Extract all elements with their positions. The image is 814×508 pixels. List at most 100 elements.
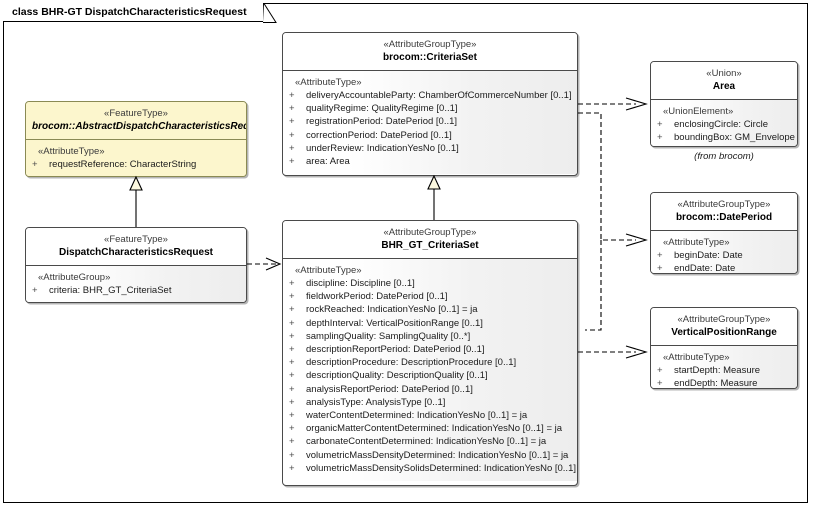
attribute-visibility: +: [289, 410, 295, 422]
class-box-area[interactable]: «Union» Area «UnionElement» +enclosingCi…: [650, 61, 798, 147]
class-box-criteria-set[interactable]: «AttributeGroupType» brocom::CriteriaSet…: [282, 32, 578, 176]
class-body-vertical-position-range: «AttributeType» +startDepth: Measure+end…: [651, 346, 797, 389]
attribute-text: enclosingCircle: Circle: [674, 119, 768, 130]
attribute-visibility: +: [657, 378, 663, 389]
attribute-visibility: +: [289, 330, 295, 342]
attribute-visibility: +: [657, 132, 663, 144]
attribute-text: rockReached: IndicationYesNo [0..1] = ja: [306, 304, 478, 316]
attribute-row: + criteria: BHR_GT_CriteriaSet: [32, 284, 240, 297]
attribute-row: +area: Area: [289, 155, 571, 168]
class-header-bhr-gt-criteria-set: «AttributeGroupType» BHR_GT_CriteriaSet: [283, 221, 577, 259]
attribute-row: + volumetricMassDensityDetermined: Indica…: [289, 449, 571, 462]
class-header-dispatch-request: «FeatureType» DispatchCharacteristicsReq…: [26, 228, 246, 266]
class-body-area: «UnionElement» +enclosingCircle: Circle+…: [651, 100, 797, 146]
attribute-list: +beginDate: Date+endDate: Date: [657, 249, 791, 274]
attribute-row: +registrationPeriod: DatePeriod [0..1]: [289, 115, 571, 128]
attribute-row: +startDepth: Measure: [657, 364, 791, 377]
attribute-list: + criteria: BHR_GT_CriteriaSet: [32, 284, 240, 297]
class-body-dispatch-request: «AttributeGroup» + criteria: BHR_GT_Crite…: [26, 266, 246, 302]
attribute-row: + waterContentDetermined: IndicationYesNo…: [289, 409, 571, 422]
attribute-text: area: Area: [306, 156, 350, 168]
attribute-text: waterContentDetermined: IndicationYesNo …: [306, 410, 528, 422]
class-name-label: brocom::AbstractDispatchCharacteristicsR…: [32, 121, 247, 132]
attribute-visibility: +: [289, 357, 295, 369]
attribute-visibility: +: [289, 304, 295, 316]
attribute-group-stereotype: «AttributeType»: [663, 352, 730, 363]
attribute-row: + boundingBox: GM_Envelope: [657, 131, 795, 144]
attribute-list: + enclosingCircle: Circle+ boundingBox: GM…: [657, 118, 795, 144]
attribute-visibility: +: [32, 159, 38, 170]
diagram-title-label: class BHR-GT DispatchCharacteristicsRequ…: [12, 5, 247, 18]
attribute-row: +fieldworkPeriod: DatePeriod [0..1]: [289, 290, 571, 303]
class-header-area: «Union» Area: [651, 62, 797, 100]
attribute-group-stereotype: «AttributeGroup»: [38, 272, 111, 283]
attribute-visibility: +: [289, 291, 295, 303]
class-box-date-period[interactable]: «AttributeGroupType» brocom::DatePeriod …: [650, 192, 798, 274]
attribute-visibility: +: [289, 449, 295, 461]
attribute-text: volumetricMassDensityDetermined: Indicat…: [306, 449, 569, 461]
attribute-text: analysisType: AnalysisType [0..1]: [306, 396, 446, 408]
attribute-row: + volumetricMassDensitySolidsDetermined: …: [289, 462, 577, 475]
class-body-date-period: «AttributeType» +beginDate: Date+endDate…: [651, 231, 797, 274]
attribute-text: boundingBox: GM_Envelope: [674, 132, 795, 144]
class-body-bhr-gt-criteria-set: «AttributeType» + discipline: Discipline …: [283, 259, 577, 482]
attribute-row: +qualityRegime: QualityRegime [0..1]: [289, 102, 571, 115]
attribute-row: +depthInterval: VerticalPositionRange [0…: [289, 317, 571, 330]
stereotype-label: «AttributeGroupType»: [677, 314, 771, 325]
attribute-row: + analysisReportPeriod: DatePeriod [0..1]: [289, 383, 571, 396]
class-body-criteria-set: «AttributeType» +deliveryAccountablePart…: [283, 71, 577, 175]
class-name-label: BHR_GT_CriteriaSet: [381, 240, 479, 251]
attribute-visibility: +: [657, 250, 663, 261]
attribute-row: +beginDate: Date: [657, 249, 791, 262]
attribute-text: analysisReportPeriod: DatePeriod [0..1]: [306, 383, 473, 395]
attribute-visibility: +: [289, 278, 295, 289]
attribute-visibility: +: [289, 370, 295, 382]
attribute-visibility: +: [289, 436, 295, 448]
class-body-abstract-request: «AttributeType» +requestReference: Chara…: [26, 140, 246, 176]
attribute-visibility: +: [289, 383, 295, 395]
attribute-list: + requestReference: CharacterString: [32, 158, 240, 171]
attribute-visibility: +: [289, 462, 295, 474]
attribute-group-stereotype: «AttributeType»: [295, 77, 362, 88]
attribute-text: volumetricMassDensitySolidsDetermined: I…: [306, 462, 578, 474]
attribute-list: + discipline: Discipline [0..1]+fieldwork…: [289, 277, 577, 475]
attribute-row: +deliveryAccountableParty: ChamberOfComm…: [289, 89, 572, 102]
attribute-row: +carbonateContentDetermined: IndicationY…: [289, 435, 571, 448]
attribute-text: samplingQuality: SamplingQuality [0..*]: [306, 330, 471, 342]
stereotype-label: «AttributeGroupType»: [677, 199, 771, 210]
attribute-text: qualityRegime: QualityRegime [0..1]: [306, 103, 458, 115]
attribute-visibility: +: [657, 263, 663, 274]
attribute-text: underReview: IndicationYesNo [0..1]: [306, 142, 459, 154]
class-caption-area: (from brocom): [694, 151, 754, 162]
class-name-label: brocom::DatePeriod: [675, 212, 773, 223]
class-box-bhr-gt-criteria-set[interactable]: «AttributeGroupType» BHR_GT_CriteriaSet …: [282, 220, 578, 486]
attribute-row: +endDepth: Measure: [657, 377, 791, 389]
attribute-visibility: +: [289, 90, 295, 101]
attribute-visibility: +: [32, 285, 38, 296]
attribute-text: requestReference: CharacterString: [49, 159, 197, 170]
attribute-text: descriptionProcedure: DescriptionProcedu…: [306, 357, 517, 369]
stereotype-label: «AttributeGroupType»: [383, 227, 477, 238]
class-name-label: VerticalPositionRange: [671, 327, 777, 338]
attribute-row: +descriptionReportPeriod: DatePeriod [0.…: [289, 343, 571, 356]
attribute-visibility: +: [657, 365, 663, 376]
diagram-frame: [3, 3, 808, 503]
attribute-group-stereotype: «AttributeType»: [663, 237, 730, 248]
attribute-visibility: +: [289, 396, 295, 408]
class-box-dispatch-characteristics-request[interactable]: «FeatureType» DispatchCharacteristicsReq…: [25, 227, 247, 303]
attribute-text: discipline: Discipline [0..1]: [306, 278, 415, 289]
class-box-abstract-dispatch-characteristics-request[interactable]: «FeatureType» brocom::AbstractDispatchCh…: [25, 101, 247, 177]
attribute-text: descriptionQuality: DescriptionQuality […: [306, 370, 488, 382]
attribute-group-stereotype: «AttributeType»: [295, 265, 362, 276]
class-header-date-period: «AttributeGroupType» brocom::DatePeriod: [651, 193, 797, 231]
class-box-vertical-position-range[interactable]: «AttributeGroupType» VerticalPositionRan…: [650, 307, 798, 389]
attribute-row: + samplingQuality: SamplingQuality [0..*]: [289, 330, 571, 343]
attribute-list: +deliveryAccountableParty: ChamberOfComm…: [289, 89, 572, 168]
attribute-row: + discipline: Discipline [0..1]: [289, 277, 571, 290]
attribute-list: +startDepth: Measure+endDepth: Measure: [657, 364, 791, 389]
diagram-title-tab: class BHR-GT DispatchCharacteristicsRequ…: [3, 3, 264, 22]
stereotype-label: «AttributeGroupType»: [383, 39, 477, 50]
attribute-text: criteria: BHR_GT_CriteriaSet: [49, 285, 172, 296]
attribute-text: organicMatterContentDetermined: Indicati…: [306, 423, 563, 435]
class-header-abstract-request: «FeatureType» brocom::AbstractDispatchCh…: [26, 102, 246, 140]
